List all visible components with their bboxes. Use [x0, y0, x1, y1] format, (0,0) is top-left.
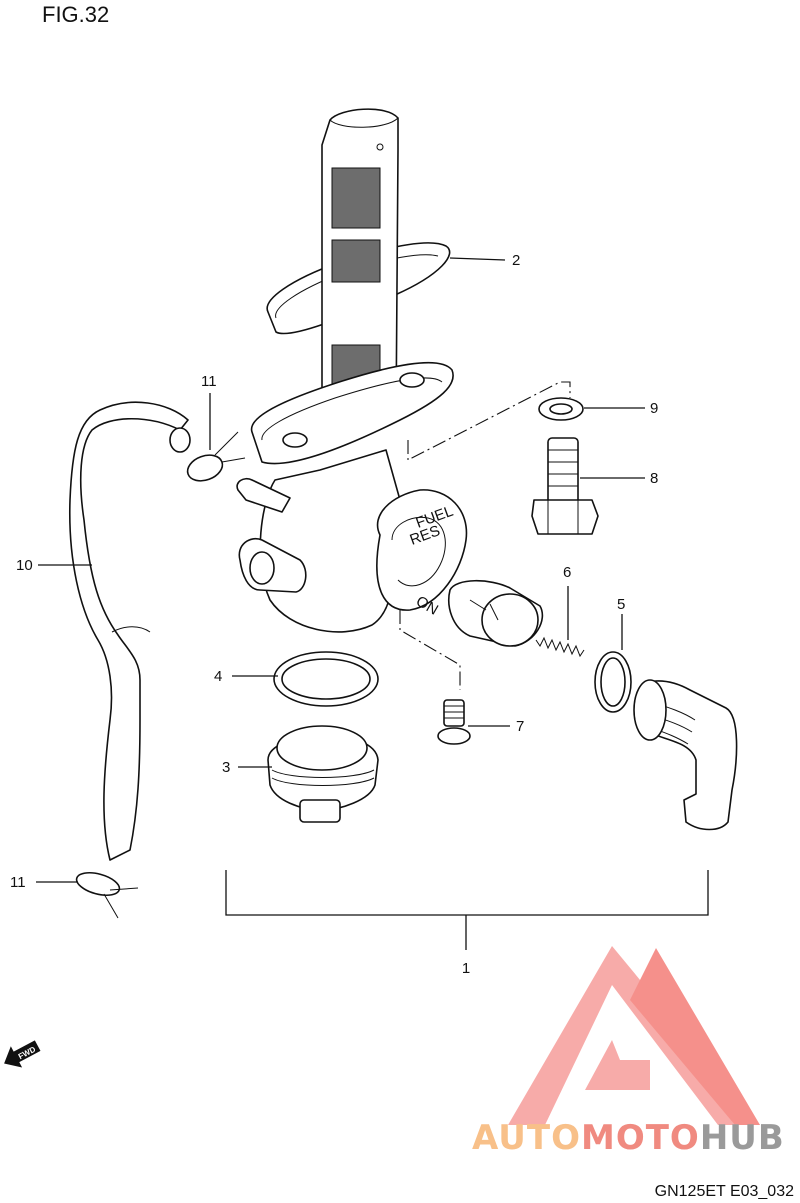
watermark-logo-icon	[508, 946, 760, 1125]
callout-4: 4	[214, 668, 222, 685]
callout-2: 2	[512, 252, 520, 269]
callout-3: 3	[222, 759, 230, 776]
hose-clip-upper	[186, 431, 246, 482]
guide-line-bolt	[407, 381, 571, 461]
callout-8: 8	[650, 470, 658, 487]
fwd-arrow-icon: FWD	[4, 1040, 41, 1068]
washer	[538, 397, 584, 421]
lever-gasket	[594, 651, 632, 713]
callout-11-upper: 11	[201, 373, 217, 390]
wordmark-auto: AUTO	[472, 1118, 581, 1158]
callout-5: 5	[617, 596, 625, 613]
valve-core	[448, 579, 544, 647]
figure-code: GN125ET E03_032	[654, 1183, 794, 1200]
hose-clip-lower	[75, 871, 139, 919]
mounting-bolt	[531, 437, 599, 535]
spring	[535, 636, 585, 658]
leader-lines	[36, 257, 645, 883]
watermark-wordmark: AUTOMOTOHUB	[472, 1118, 785, 1158]
figure-title: FIG.32	[42, 2, 110, 27]
o-ring	[273, 651, 379, 707]
callout-9: 9	[650, 400, 658, 417]
callout-6: 6	[563, 564, 571, 581]
fuel-hose	[68, 401, 191, 861]
wordmark-moto: MOTO	[580, 1118, 700, 1158]
assembly-bracket	[225, 870, 709, 950]
sediment-bowl	[267, 725, 379, 823]
valve-lever	[633, 679, 738, 831]
callout-11-lower: 11	[10, 874, 26, 891]
wordmark-hub: HUB	[699, 1118, 785, 1158]
drain-screw	[437, 699, 471, 745]
callout-10: 10	[16, 557, 33, 574]
callout-7: 7	[516, 718, 524, 735]
callout-1: 1	[462, 960, 470, 977]
guide-line-screw	[399, 610, 461, 690]
fuel-cock-body	[236, 449, 468, 633]
mounting-flange	[250, 361, 454, 465]
